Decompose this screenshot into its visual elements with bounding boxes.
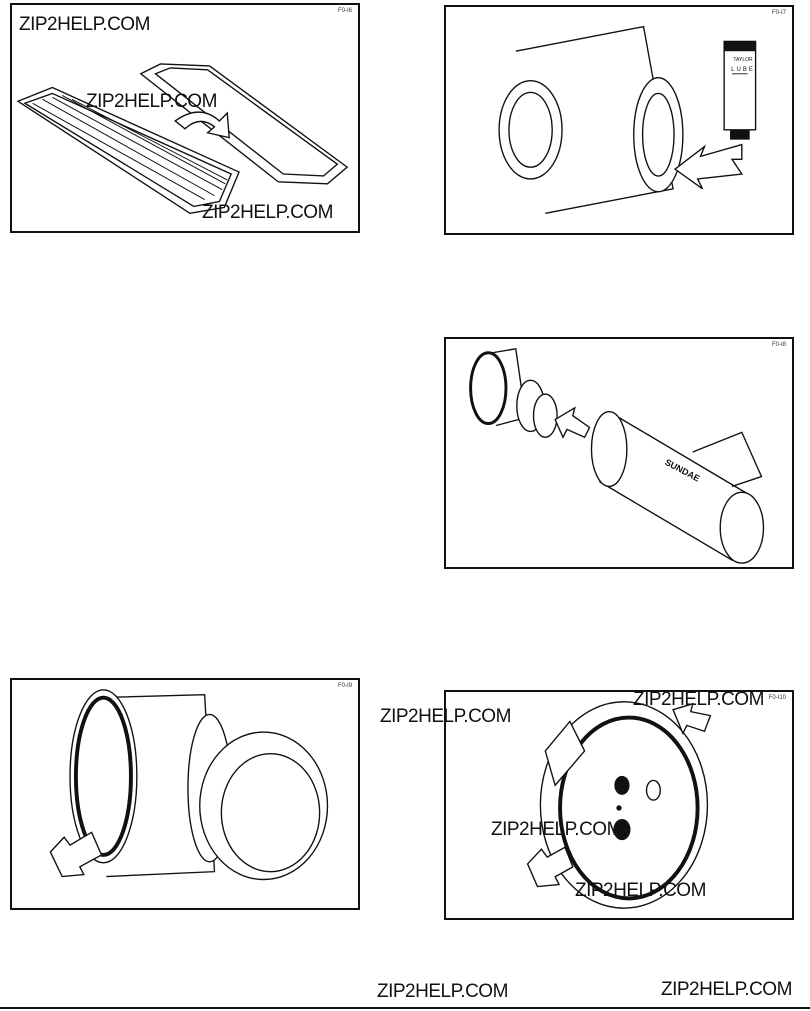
watermark: ZIP2HELP.COM [202,202,333,223]
figure-door-gasket: F0-I10 [444,690,794,920]
tube-brand-label: TAYLOR [733,57,753,63]
watermark: ZIP2HELP.COM [19,14,150,35]
door-gasket-illustration [526,701,712,909]
watermark: ZIP2HELP.COM [661,979,792,1000]
figure-lube-door: F0-I7 TAYLOR LUBE [444,5,794,235]
figure-code: F0-I6 [337,8,352,14]
lube-tube [723,40,757,140]
figure-freezing-cylinder: F0-I8 SUNDAE [444,337,794,569]
watermark: ZIP2HELP.COM [575,880,706,901]
watermark: ZIP2HELP.COM [491,819,622,840]
watermark: ZIP2HELP.COM [377,981,508,1002]
drip-tray-illustration [16,63,349,215]
figure-code: F0-I9 [337,683,352,689]
figure-code: F0-I7 [771,10,786,16]
watermark: ZIP2HELP.COM [86,91,217,112]
figure-code: F0-I10 [768,695,786,701]
o-ring-illustration [49,689,329,881]
page-bottom-rule [0,1007,810,1009]
figure-drip-tray: F0-I6 [10,3,360,233]
figure-code: F0-I8 [771,342,786,348]
watermark: ZIP2HELP.COM [633,689,764,710]
cylinder-illustration [469,348,765,564]
figure-o-ring: F0-I9 [10,678,360,910]
door-lube-illustration [498,25,757,215]
tube-product-label: LUBE [731,67,755,73]
watermark: ZIP2HELP.COM [380,706,511,727]
